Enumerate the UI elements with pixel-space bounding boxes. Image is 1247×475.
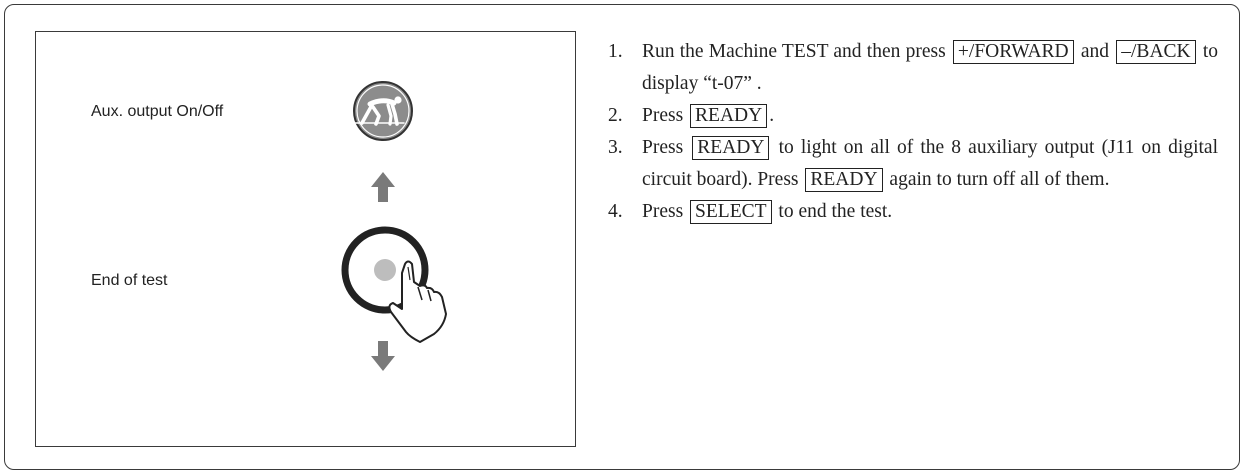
- step-number: 2.: [608, 105, 623, 126]
- press-button-hand-icon: [341, 226, 447, 343]
- step-text: .: [769, 105, 775, 126]
- step-number: 1.: [608, 41, 623, 62]
- step-4: 4. Press SELECT to end the test.: [608, 196, 1218, 228]
- step-2: 2. Press READY.: [608, 100, 1218, 132]
- step-text: to end the test.: [778, 201, 893, 222]
- forward-key: +/FORWARD: [952, 40, 1074, 64]
- step-text: Press: [642, 137, 684, 158]
- step-text: again to turn off all of them.: [889, 169, 1110, 190]
- step-text: to light on all of the 8 auxiliary outpu…: [642, 137, 1218, 190]
- step-3: 3. Press READY to light on all of the 8 …: [608, 132, 1218, 196]
- ready-key: READY: [805, 168, 883, 192]
- end-of-test-label: End of test: [91, 272, 168, 289]
- instruction-list: 1. Run the Machine TEST and then press +…: [608, 36, 1218, 228]
- aux-output-label: Aux. output On/Off: [91, 103, 224, 120]
- page-frame: [4, 4, 1240, 470]
- step-text: to display “t-07” .: [642, 41, 1219, 94]
- step-text: Press: [642, 105, 684, 126]
- test-diagram: Aux. output On/Off End of test: [35, 31, 576, 447]
- step-text: and: [1080, 41, 1110, 62]
- crawling-figure-icon: [353, 81, 413, 141]
- step-number: 3.: [608, 137, 623, 158]
- back-key: –/BACK: [1116, 40, 1196, 64]
- arrow-down-icon: [371, 341, 395, 371]
- step-1: 1. Run the Machine TEST and then press +…: [608, 36, 1218, 100]
- step-number: 4.: [608, 201, 623, 222]
- select-key: SELECT: [690, 200, 772, 224]
- arrow-up-icon: [371, 172, 395, 202]
- step-text: Run the Machine TEST and then press: [642, 41, 946, 62]
- ready-key: READY: [690, 104, 768, 128]
- ready-key: READY: [692, 136, 770, 160]
- step-text: Press: [642, 201, 684, 222]
